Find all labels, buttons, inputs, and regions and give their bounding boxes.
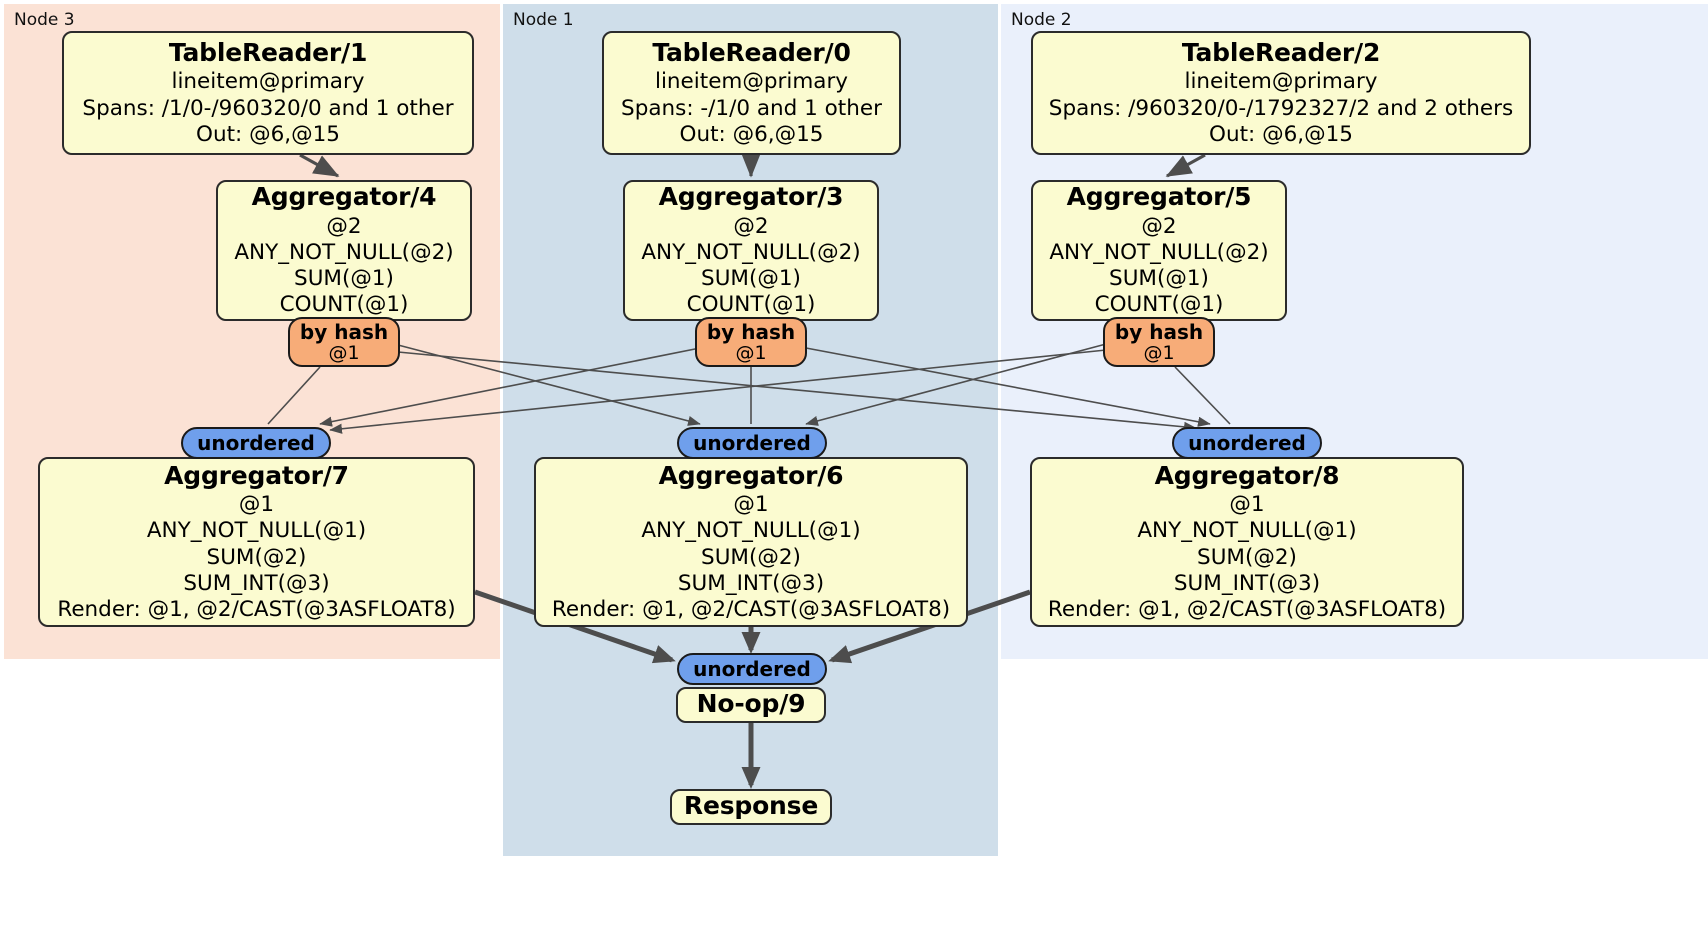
processor-detail-line: @1	[1229, 492, 1265, 518]
processor-title: Aggregator/4	[251, 182, 437, 212]
processor-detail-line: lineitem@primary	[654, 69, 849, 95]
processor-detail-line: COUNT(@1)	[686, 292, 816, 318]
processor-title: Aggregator/8	[1154, 460, 1340, 490]
stream-badge-title: unordered	[693, 657, 811, 681]
processor-detail-line: Spans: -/1/0 and 1 other	[621, 95, 882, 121]
stream-badge-title: unordered	[197, 431, 315, 455]
node-panel-label: Node 3	[14, 10, 75, 30]
stream-badge-unordered-9[interactable]: unordered	[677, 653, 827, 685]
stream-badge-by-hash-3[interactable]: by hash@1	[695, 317, 807, 367]
processor-detail-line: Out: @6,@15	[1209, 121, 1353, 147]
processor-no-op-9[interactable]: No-op/9	[676, 687, 826, 723]
processor-detail-line: Spans: /960320/0-/1792327/2 and 2 others	[1048, 95, 1514, 121]
processor-detail-line: ANY_NOT_NULL(@2)	[234, 240, 454, 266]
processor-detail-line: Spans: /1/0-/960320/0 and 1 other	[82, 95, 454, 121]
processor-detail-line: ANY_NOT_NULL(@1)	[1137, 518, 1357, 544]
stream-badge-title: by hash	[706, 319, 796, 344]
processor-title: TableReader/1	[168, 37, 368, 67]
processor-detail-line: COUNT(@1)	[1094, 292, 1224, 318]
stream-badge-subtitle: @1	[1143, 341, 1175, 364]
processor-response[interactable]: Response	[670, 789, 832, 825]
stream-badge-title: unordered	[693, 431, 811, 455]
processor-title: Response	[683, 791, 819, 821]
processor-title: TableReader/0	[652, 37, 851, 67]
processor-detail-line: SUM(@2)	[1197, 544, 1297, 570]
processor-detail-line: @2	[1141, 213, 1177, 239]
stream-badge-by-hash-4[interactable]: by hash@1	[288, 317, 400, 367]
processor-detail-line: SUM(@1)	[1109, 266, 1209, 292]
processor-detail-line: SUM(@2)	[701, 544, 801, 570]
processor-detail-line: Out: @6,@15	[679, 121, 824, 147]
processor-detail-line: SUM(@2)	[206, 544, 307, 570]
stream-badge-title: by hash	[299, 319, 389, 344]
processor-detail-line: SUM_INT(@3)	[1173, 570, 1321, 596]
processor-detail-line: @1	[238, 492, 275, 518]
processor-title: Aggregator/3	[658, 182, 844, 212]
processor-detail-line: SUM_INT(@3)	[677, 570, 825, 596]
processor-detail-line: @2	[326, 213, 362, 239]
processor-detail-line: ANY_NOT_NULL(@2)	[641, 240, 861, 266]
processor-detail-line: @1	[733, 492, 769, 518]
processor-title: Aggregator/6	[658, 460, 844, 490]
stream-badge-unordered-6[interactable]: unordered	[677, 427, 827, 459]
processor-detail-line: ANY_NOT_NULL(@2)	[1049, 240, 1269, 266]
node-panel-label: Node 1	[513, 10, 574, 30]
processor-detail-line: ANY_NOT_NULL(@1)	[641, 518, 861, 544]
processor-title: TableReader/2	[1181, 37, 1381, 67]
processor-detail-line: COUNT(@1)	[279, 292, 409, 318]
stream-badge-unordered-8[interactable]: unordered	[1172, 427, 1322, 459]
stream-badge-unordered-7[interactable]: unordered	[181, 427, 331, 459]
processor-detail-line: Render: @1, @2/CAST(@3ASFLOAT8)	[57, 597, 456, 623]
stream-badge-by-hash-5[interactable]: by hash@1	[1103, 317, 1215, 367]
stream-badge-title: by hash	[1114, 319, 1204, 344]
processor-detail-line: @2	[733, 213, 769, 239]
processor-detail-line: Render: @1, @2/CAST(@3ASFLOAT8)	[551, 597, 951, 623]
stream-badge-subtitle: @1	[735, 341, 767, 364]
stream-badge-title: unordered	[1188, 431, 1306, 455]
node-panel-label: Node 2	[1011, 10, 1072, 30]
processor-detail-line: Out: @6,@15	[196, 121, 340, 147]
stream-badge-subtitle: @1	[328, 341, 360, 364]
processor-detail-line: SUM_INT(@3)	[183, 570, 330, 596]
processor-title: Aggregator/5	[1066, 182, 1252, 212]
processor-detail-line: lineitem@primary	[1184, 69, 1378, 95]
processor-title: Aggregator/7	[164, 460, 349, 490]
processor-detail-line: ANY_NOT_NULL(@1)	[146, 518, 367, 544]
processor-title: No-op/9	[696, 689, 806, 719]
processor-detail-line: Render: @1, @2/CAST(@3ASFLOAT8)	[1047, 597, 1447, 623]
processor-detail-line: SUM(@1)	[701, 266, 801, 292]
processor-detail-line: lineitem@primary	[171, 69, 365, 95]
processor-detail-line: SUM(@1)	[294, 266, 394, 292]
